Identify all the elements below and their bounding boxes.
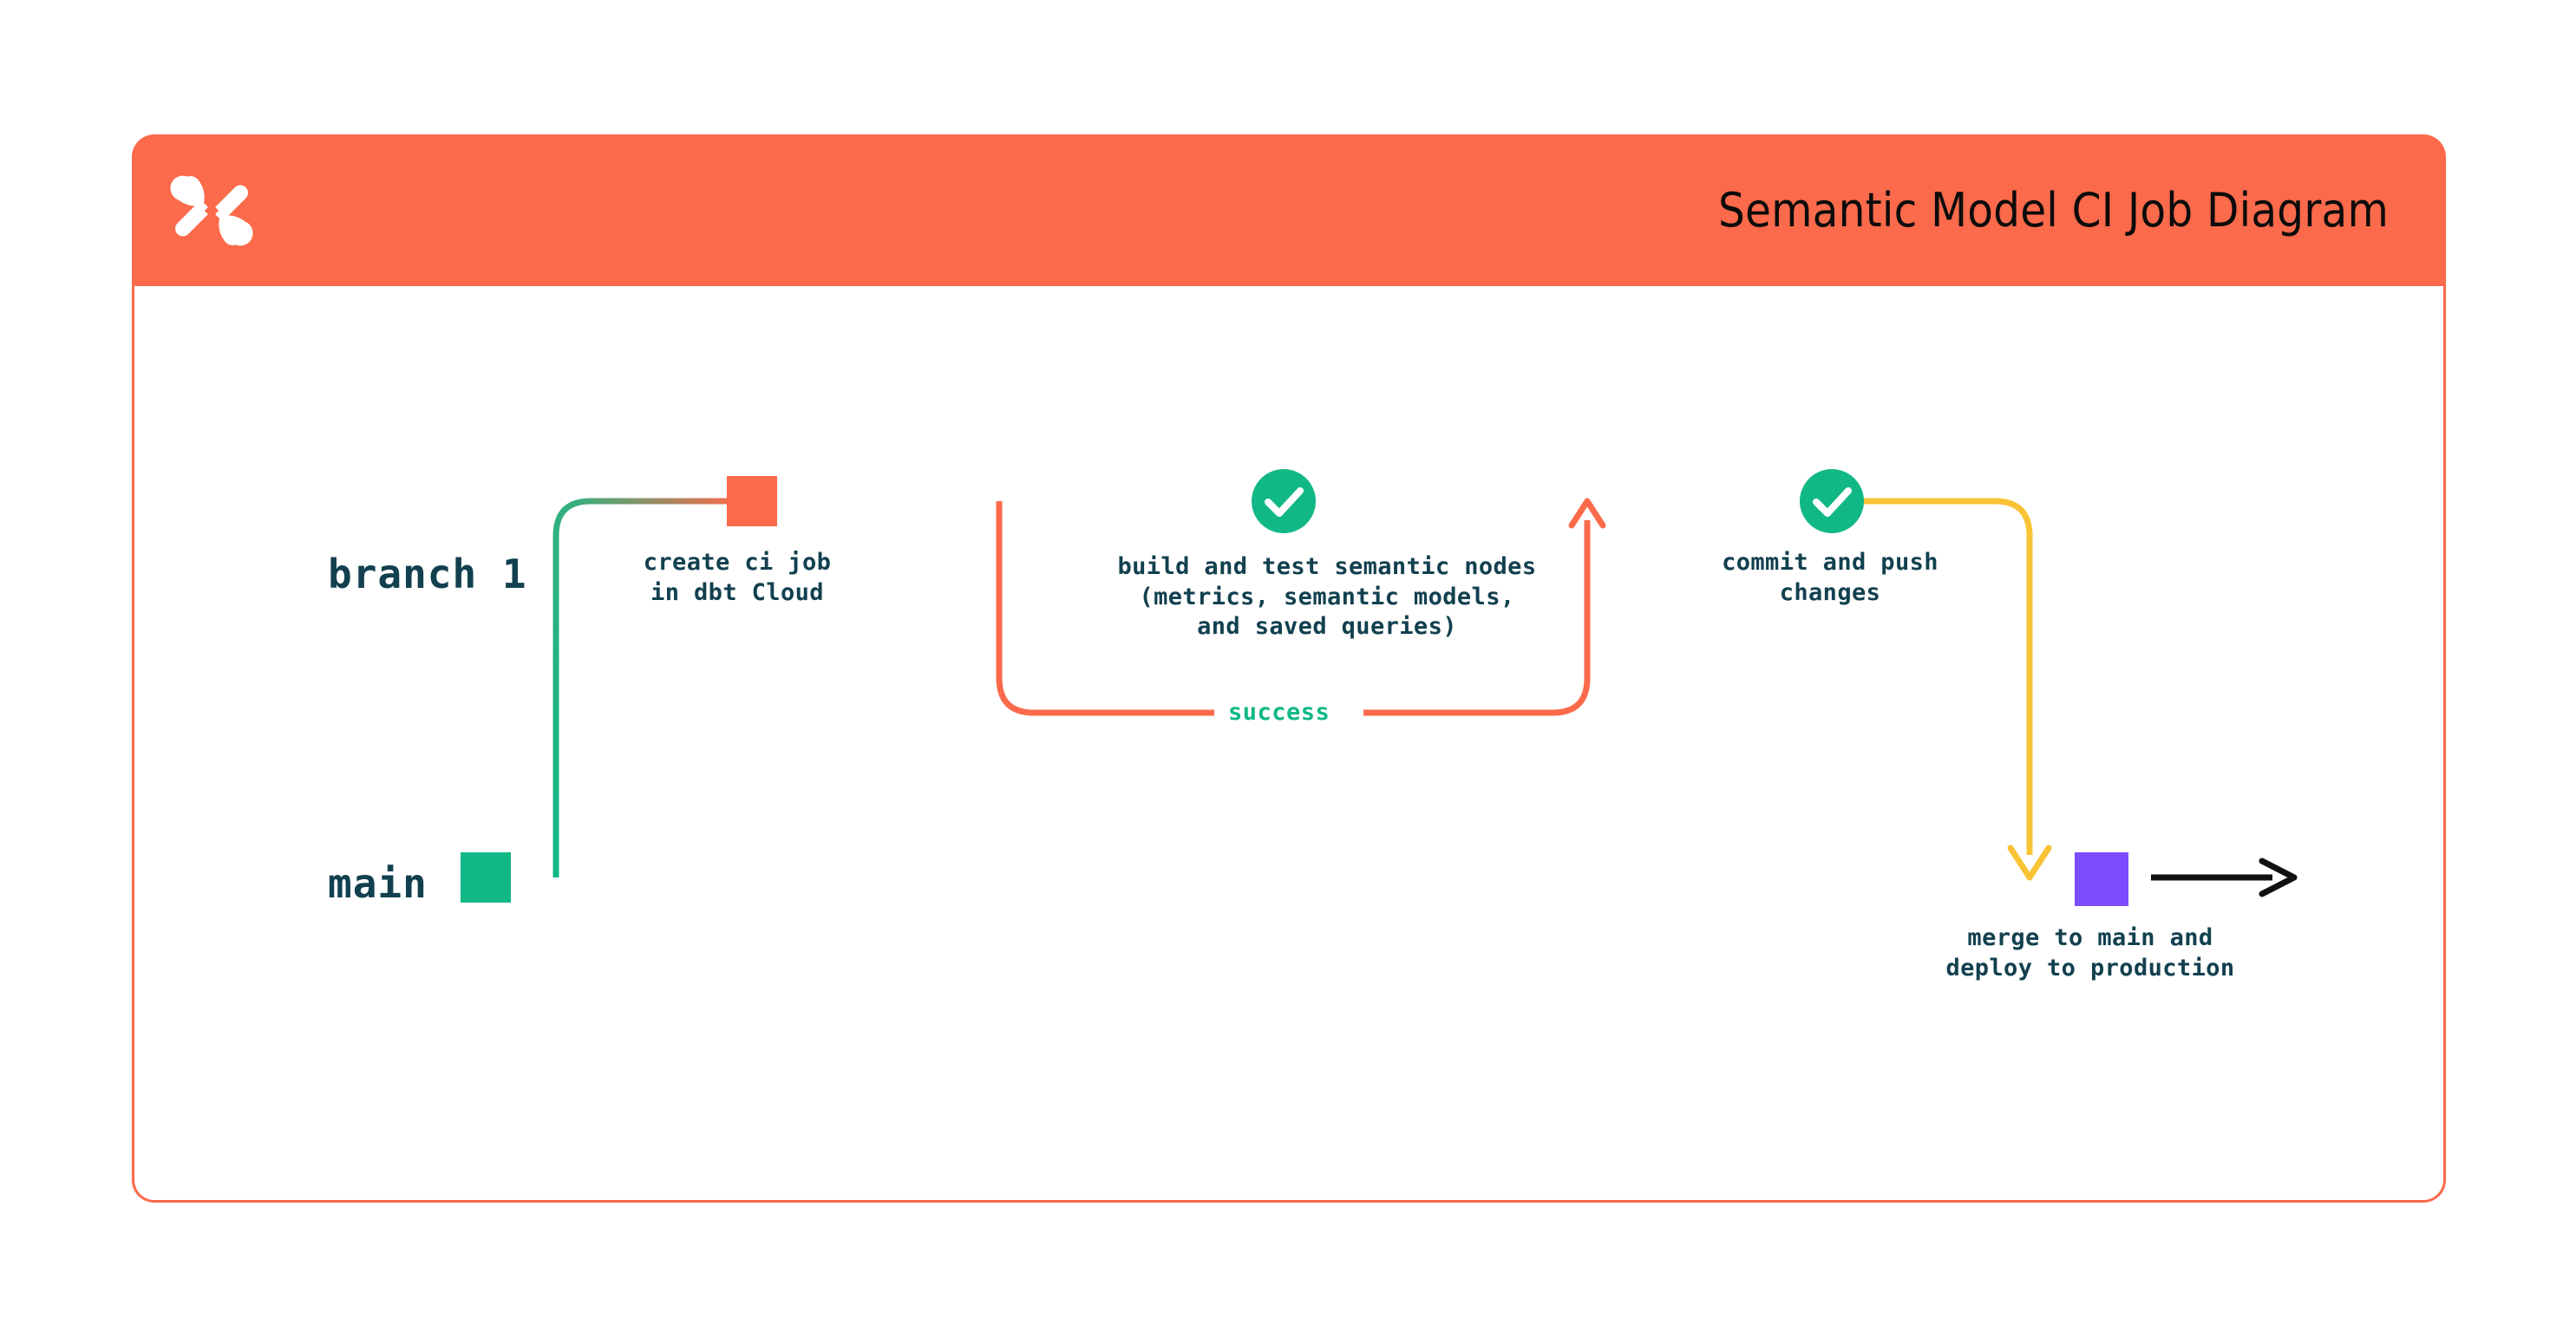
node-label-build-and-test: build and test semantic nodes (metrics, … — [1117, 553, 1537, 641]
diagram-card: Semantic Model CI Job Diagram — [132, 134, 2446, 1203]
node-label-commit-and-push: commit and push changes — [1722, 549, 1939, 606]
card-title: Semantic Model CI Job Diagram — [1717, 183, 2389, 238]
dbt-logo-icon — [170, 169, 253, 252]
node-label-merge-to-main: merge to main and deploy to production — [1945, 924, 2235, 982]
card-header: Semantic Model CI Job Diagram — [132, 134, 2446, 286]
edge-label-success: success — [1228, 699, 1330, 726]
node-label-create-ci-job: create ci job in dbt Cloud — [643, 549, 832, 606]
card-body — [132, 286, 2446, 1203]
lane-label-branch-1: branch 1 — [328, 551, 527, 597]
lane-label-main: main — [328, 860, 428, 907]
